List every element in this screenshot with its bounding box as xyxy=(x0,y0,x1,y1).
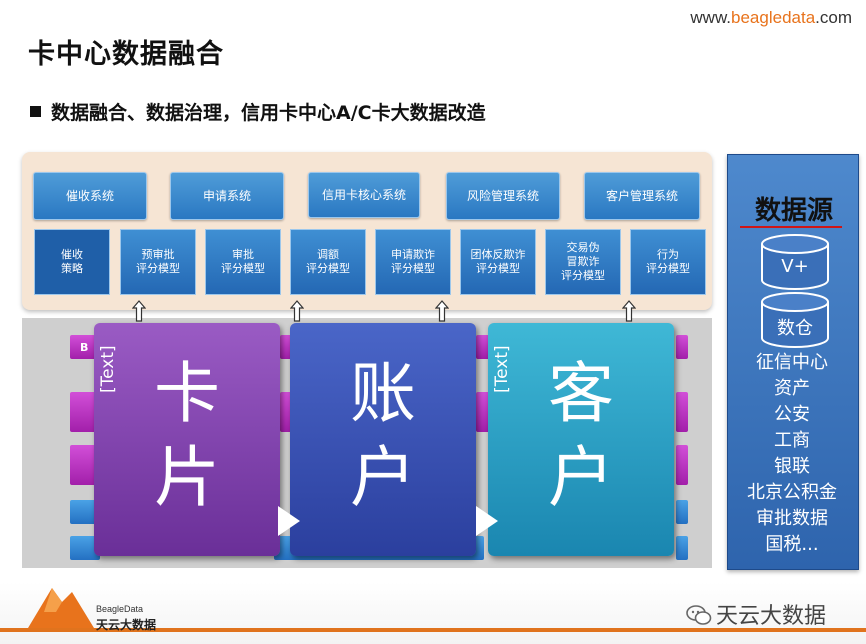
model-box: 预审批评分模型 xyxy=(120,229,196,295)
layer-stripe xyxy=(280,335,292,359)
bullet-square-icon xyxy=(30,106,41,117)
data-source-item: 北京公积金 xyxy=(747,482,837,503)
bullet-text: 数据融合、数据治理，信用卡中心A/C卡大数据改造 xyxy=(51,102,486,124)
layer-stripe xyxy=(476,335,490,359)
model-box: 审批评分模型 xyxy=(205,229,281,295)
model-line: 策略 xyxy=(61,262,83,275)
data-source-item: 审批数据 xyxy=(756,508,828,529)
model-box: 申请欺诈评分模型 xyxy=(375,229,451,295)
wechat-icon xyxy=(686,605,712,625)
flow-arrow-icon xyxy=(278,506,300,536)
layer-stripe xyxy=(676,500,688,524)
data-source-item: 国税... xyxy=(765,534,819,555)
website-url: www.beagledata.com xyxy=(690,8,852,27)
model-line: 冒欺诈 xyxy=(566,255,600,268)
model-line: 审批 xyxy=(232,248,254,261)
model-line: 调额 xyxy=(317,248,339,261)
model-line: 评分模型 xyxy=(561,269,605,282)
card-char: 账 xyxy=(350,355,416,432)
data-source-title: 数据源 xyxy=(754,196,833,226)
wechat-account: 天云大数据 xyxy=(686,598,826,630)
wechat-name: 天云大数据 xyxy=(716,604,827,629)
data-source-item: 银联 xyxy=(774,456,810,477)
model-line: 评分模型 xyxy=(476,262,520,275)
model-line: 评分模型 xyxy=(221,262,265,275)
system-box-customer: 客户管理系统 xyxy=(584,172,700,220)
system-box-collection: 催收系统 xyxy=(33,172,147,220)
model-line: 行为 xyxy=(657,248,679,261)
model-box: 行为评分模型 xyxy=(630,229,706,295)
card-layer-card: [Text] 卡 片 xyxy=(94,323,280,556)
system-box-core: 信用卡核心系统 xyxy=(308,172,420,218)
footer xyxy=(0,582,866,644)
model-line: 评分模型 xyxy=(646,262,690,275)
up-arrow-icon xyxy=(435,300,449,322)
model-box: 调额评分模型 xyxy=(290,229,366,295)
data-source-item: 工商 xyxy=(774,430,810,451)
card-char: 户 xyxy=(350,439,416,516)
customer-layer-card: [Text] 客 户 xyxy=(488,323,674,556)
model-line: 申请欺诈 xyxy=(391,248,435,261)
logo-brand-text: BeagleData xyxy=(96,604,144,614)
layer-stripe xyxy=(676,536,688,560)
model-box: 团体反欺诈评分模型 xyxy=(460,229,536,295)
data-source-item: 征信中心 xyxy=(756,352,828,373)
layer-stripe xyxy=(476,392,490,432)
account-layer-card: 账 户 xyxy=(290,323,476,556)
model-line: 评分模型 xyxy=(306,262,350,275)
card-char: 户 xyxy=(548,439,614,516)
data-source-item: 资产 xyxy=(774,378,810,399)
cylinder-label: V+ xyxy=(781,256,809,277)
model-box: 交易伪冒欺诈评分模型 xyxy=(545,229,621,295)
model-line: 评分模型 xyxy=(391,262,435,275)
stripe-label: B xyxy=(80,341,89,354)
layer-stripe xyxy=(676,392,688,432)
title-underline xyxy=(740,226,842,228)
database-cylinder-icon: 数仓 xyxy=(760,292,830,348)
logo-company-name: 天云大数据 xyxy=(96,618,157,632)
bullet-point: 数据融合、数据治理，信用卡中心A/C卡大数据改造 xyxy=(30,98,486,125)
data-source-item: 公安 xyxy=(774,404,810,425)
data-source-panel xyxy=(727,154,859,570)
card-char: 客 xyxy=(548,355,614,432)
model-line: 催收 xyxy=(61,248,83,261)
slide-title: 卡中心数据融合 xyxy=(28,39,224,70)
flow-arrow-icon xyxy=(476,506,498,536)
layer-stripe xyxy=(676,445,688,485)
card-char: 卡 xyxy=(154,355,220,432)
model-line: 预审批 xyxy=(141,248,175,261)
model-line: 团体反欺诈 xyxy=(470,248,526,261)
card-char: 片 xyxy=(154,439,220,516)
up-arrow-icon xyxy=(132,300,146,322)
model-line: 评分模型 xyxy=(136,262,180,275)
layer-stripe xyxy=(676,335,688,359)
cylinder-label: 数仓 xyxy=(777,318,813,339)
beagledata-logo-icon xyxy=(28,588,94,628)
database-cylinder-icon: V+ xyxy=(760,234,830,290)
footer-accent-line xyxy=(0,628,866,632)
system-box-application: 申请系统 xyxy=(170,172,284,220)
model-box: 催收策略 xyxy=(34,229,110,295)
model-line: 交易伪 xyxy=(566,241,600,254)
up-arrow-icon xyxy=(290,300,304,322)
system-box-risk: 风险管理系统 xyxy=(446,172,560,220)
layer-stripe xyxy=(280,392,292,432)
up-arrow-icon xyxy=(622,300,636,322)
